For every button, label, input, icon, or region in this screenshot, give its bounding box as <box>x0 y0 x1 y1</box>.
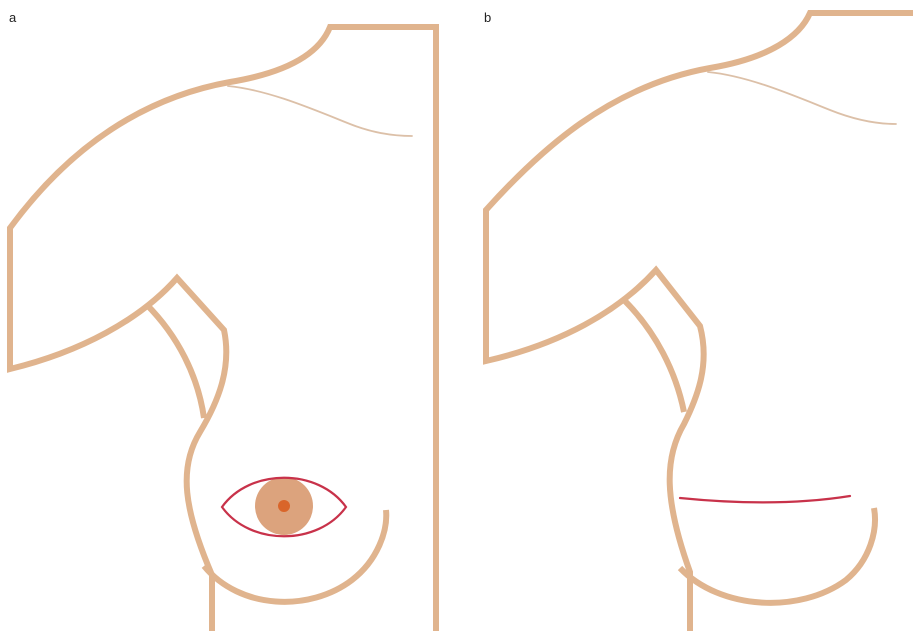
panel-b-breast-lower-curve <box>680 508 875 603</box>
panel-a-body-outline <box>10 27 436 631</box>
panel-a-chest-fold <box>228 86 412 136</box>
panel-a-nipple <box>278 500 290 512</box>
panel-b-chest-fold <box>708 72 896 124</box>
panel-a-axilla-line <box>146 304 204 418</box>
panel-b <box>486 13 913 631</box>
panel-b-incision-line <box>680 496 850 502</box>
panel-a <box>10 27 436 631</box>
panel-b-axilla-line <box>624 300 684 412</box>
panel-b-body-outline <box>486 13 913 631</box>
